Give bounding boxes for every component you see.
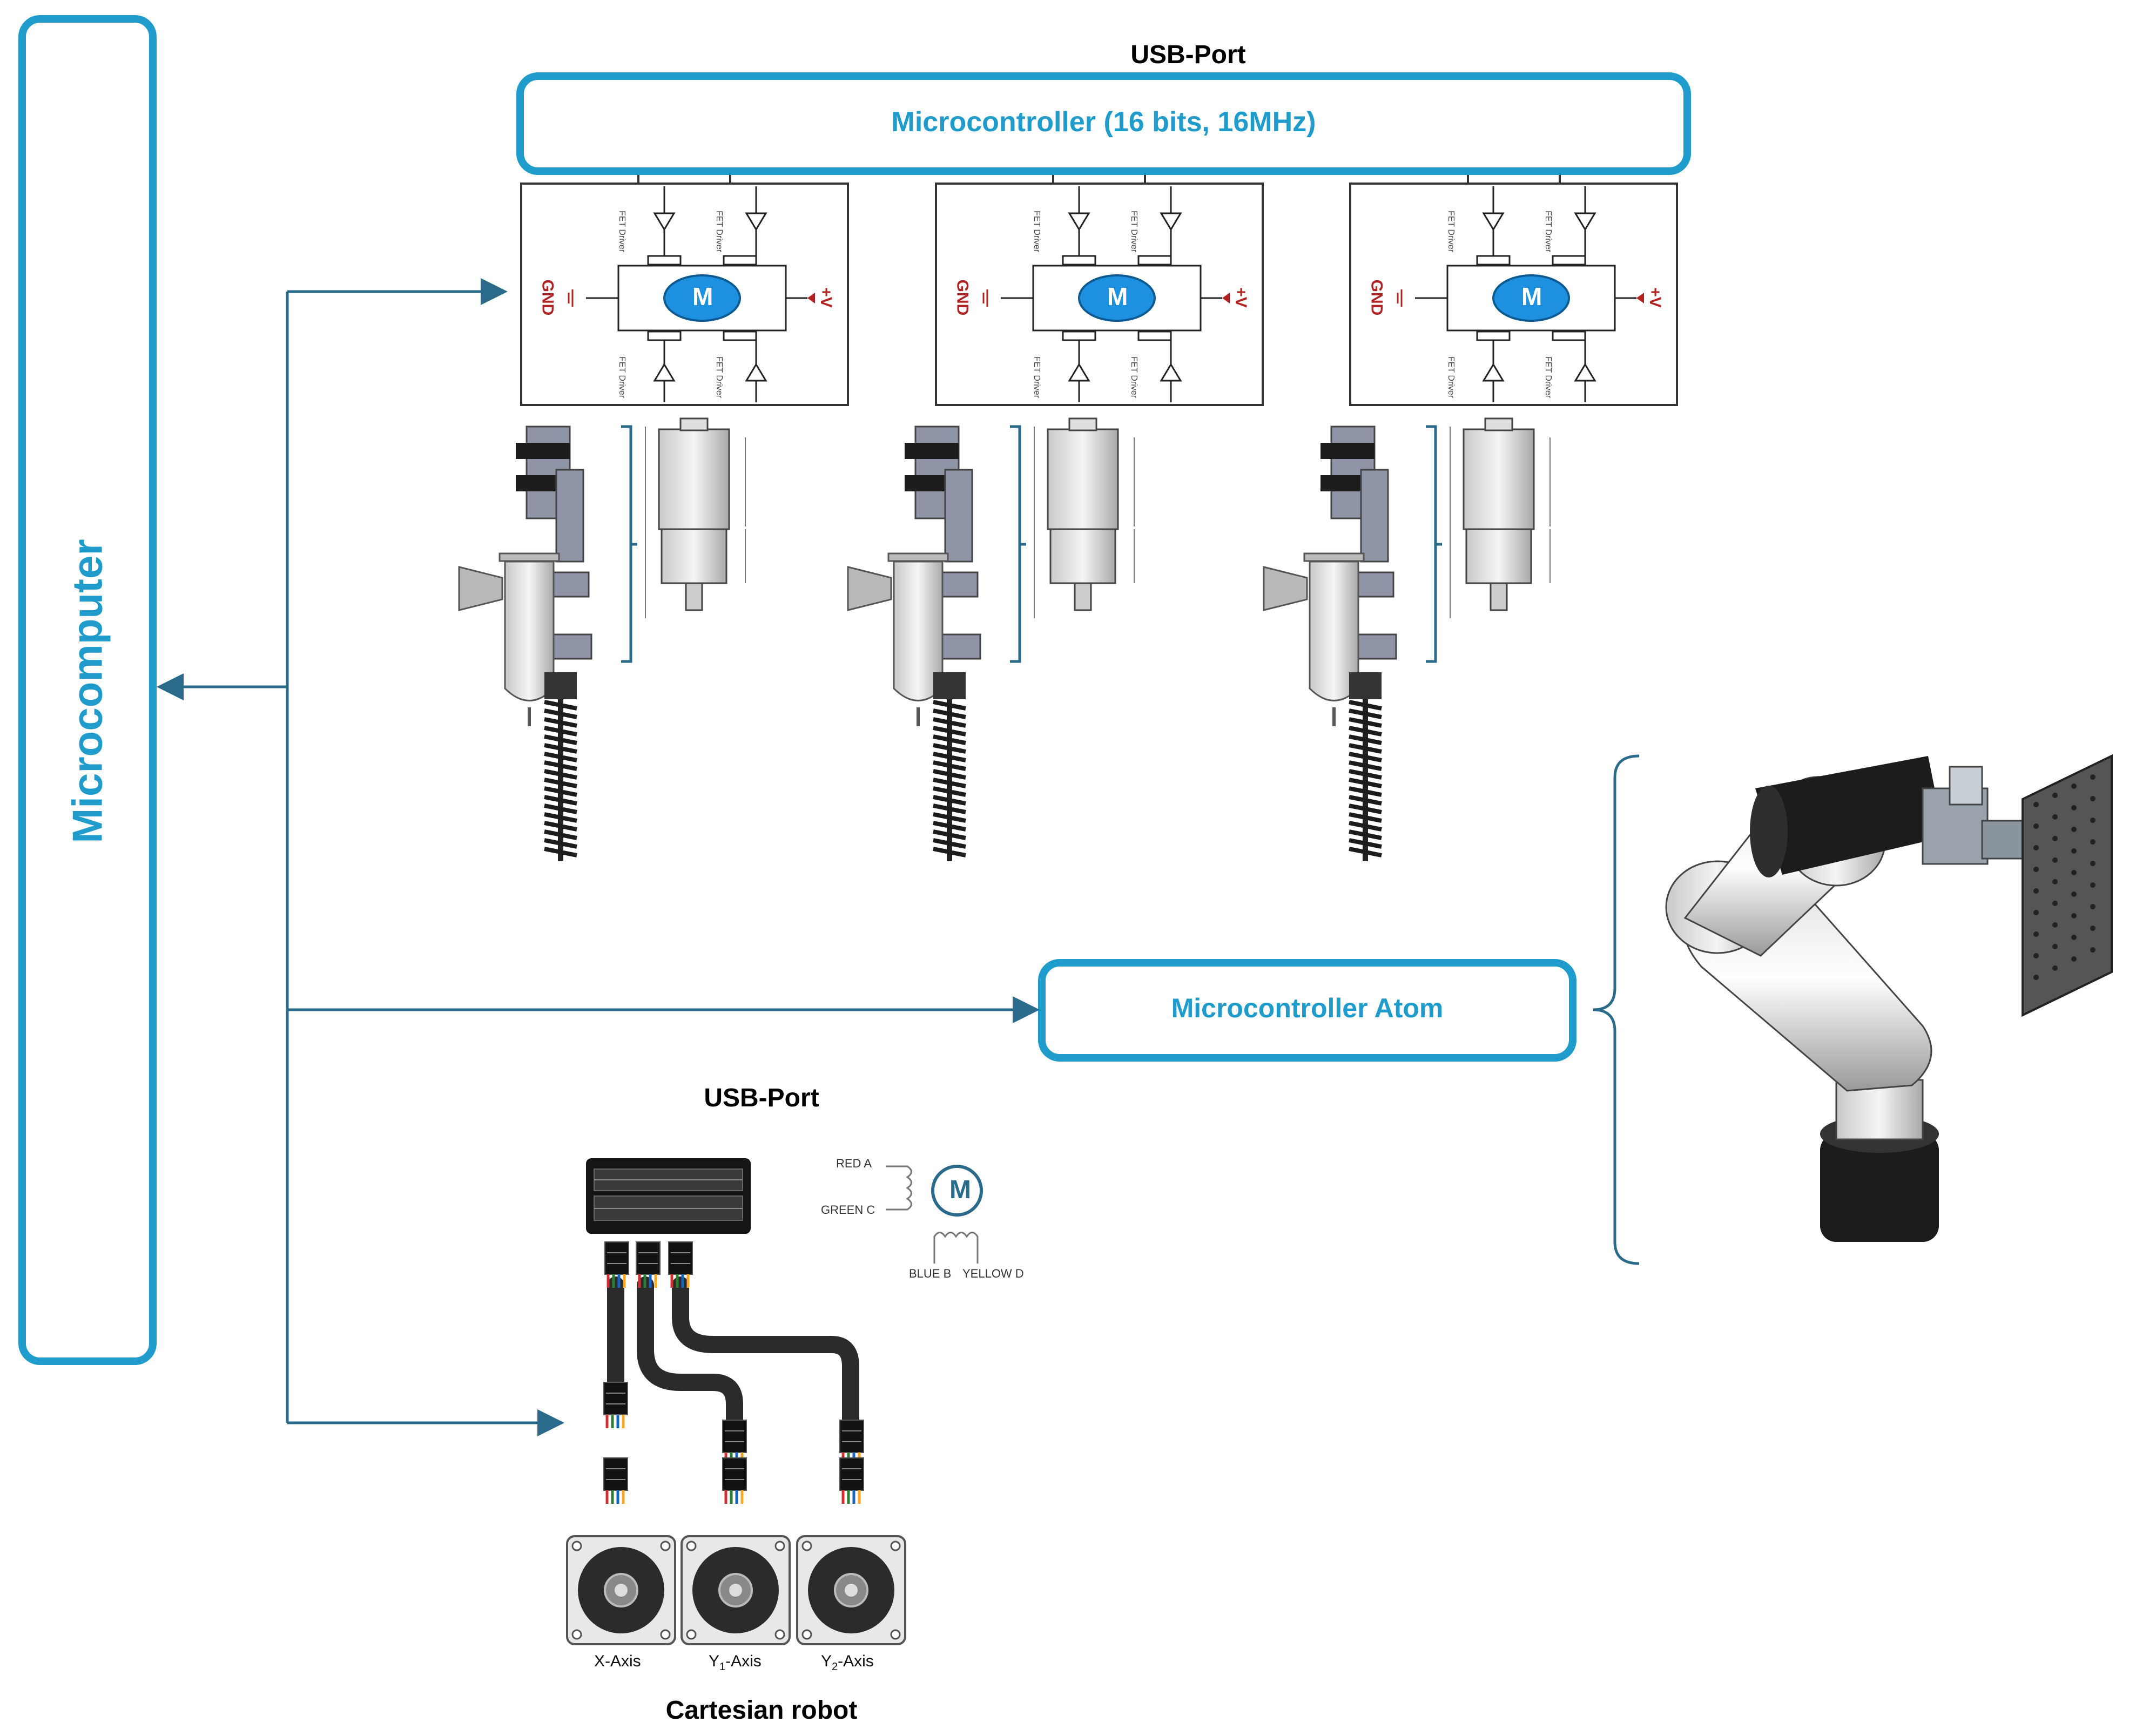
cable-connector xyxy=(603,1457,628,1504)
microcontroller-atom-label: Microcontroller Atom xyxy=(1171,993,1444,1023)
hbridge-vplus-label: +V xyxy=(1646,287,1664,308)
cable-connector xyxy=(839,1457,864,1504)
connection-bus xyxy=(157,278,1040,1436)
microcomputer-box xyxy=(18,15,157,1365)
axis-label-x: X-Axis xyxy=(594,1652,641,1670)
hbridge-motor-label: M xyxy=(1107,282,1128,310)
extruder-assembly-3 xyxy=(1263,417,1551,861)
hbridge-gnd-label: GND xyxy=(1367,279,1386,316)
hbridge-fet-driver-label: FET Driver xyxy=(715,211,724,253)
robot-arm-image xyxy=(1665,754,2113,1242)
cable-connector xyxy=(668,1241,693,1288)
hbridge-panel-3 xyxy=(1349,183,1678,406)
hbridge-fet-driver-label: FET Driver xyxy=(1032,211,1041,253)
stepper-wiring-diagram xyxy=(886,1165,983,1264)
hbridge-fet-driver-label: FET Driver xyxy=(1544,356,1553,398)
extruder-assembly-2 xyxy=(847,417,1135,861)
hbridge-panel-1 xyxy=(520,183,849,406)
usb-port-top-label: USB-Port xyxy=(1130,40,1246,69)
stepper-motor-1 xyxy=(566,1535,676,1645)
hbridge-fet-driver-label: FET Driver xyxy=(1446,211,1456,253)
hbridge-vplus-label: +V xyxy=(817,287,835,308)
hbridge-fet-driver-label: FET Driver xyxy=(1446,356,1456,398)
cable-connector xyxy=(603,1382,628,1428)
extruder-assembly-1 xyxy=(458,417,746,861)
stepper-cables xyxy=(607,1276,859,1434)
stepper-motor-3 xyxy=(796,1535,906,1645)
wiring-green-label: GREEN C xyxy=(821,1203,875,1217)
wiring-red-label: RED A xyxy=(836,1157,872,1170)
stepper-controller-board xyxy=(586,1158,751,1234)
hbridge-fet-driver-label: FET Driver xyxy=(1129,356,1138,398)
hbridge-fet-driver-label: FET Driver xyxy=(1544,211,1553,253)
microcontroller-atom-box xyxy=(1038,959,1576,1062)
hbridge-gnd-label: GND xyxy=(538,279,557,316)
hbridge-motor-label: M xyxy=(692,282,713,310)
cartesian-robot-label: Cartesian robot xyxy=(665,1696,858,1725)
robot-arm-bracket xyxy=(1593,754,1640,1265)
axis-label-y2: Y2-Axis xyxy=(821,1652,874,1673)
microcontroller-main-label: Microcontroller (16 bits, 16MHz) xyxy=(891,106,1316,138)
stepper-motor-2 xyxy=(681,1535,791,1645)
cable-connector xyxy=(636,1241,661,1288)
axis-label-y1: Y1-Axis xyxy=(709,1652,762,1673)
hbridge-panel-2 xyxy=(935,183,1264,406)
microcontroller-main-box xyxy=(516,72,1691,175)
hbridge-fet-driver-label: FET Driver xyxy=(617,211,626,253)
hbridge-fet-driver-label: FET Driver xyxy=(617,356,626,398)
hbridge-fet-driver-label: FET Driver xyxy=(715,356,724,398)
hbridge-vplus-label: +V xyxy=(1231,287,1250,308)
wiring-motor-label: M xyxy=(949,1176,971,1204)
wiring-blue-label: BLUE B xyxy=(909,1267,952,1280)
hbridge-fet-driver-label: FET Driver xyxy=(1032,356,1041,398)
hbridge-motor-label: M xyxy=(1521,282,1542,310)
wiring-yellow-label: YELLOW D xyxy=(962,1267,1024,1280)
cable-connector xyxy=(722,1457,747,1504)
cable-connector xyxy=(604,1241,629,1288)
hbridge-gnd-label: GND xyxy=(953,279,972,316)
hbridge-fet-driver-label: FET Driver xyxy=(1129,211,1138,253)
usb-port-bottom-label: USB-Port xyxy=(704,1084,819,1112)
